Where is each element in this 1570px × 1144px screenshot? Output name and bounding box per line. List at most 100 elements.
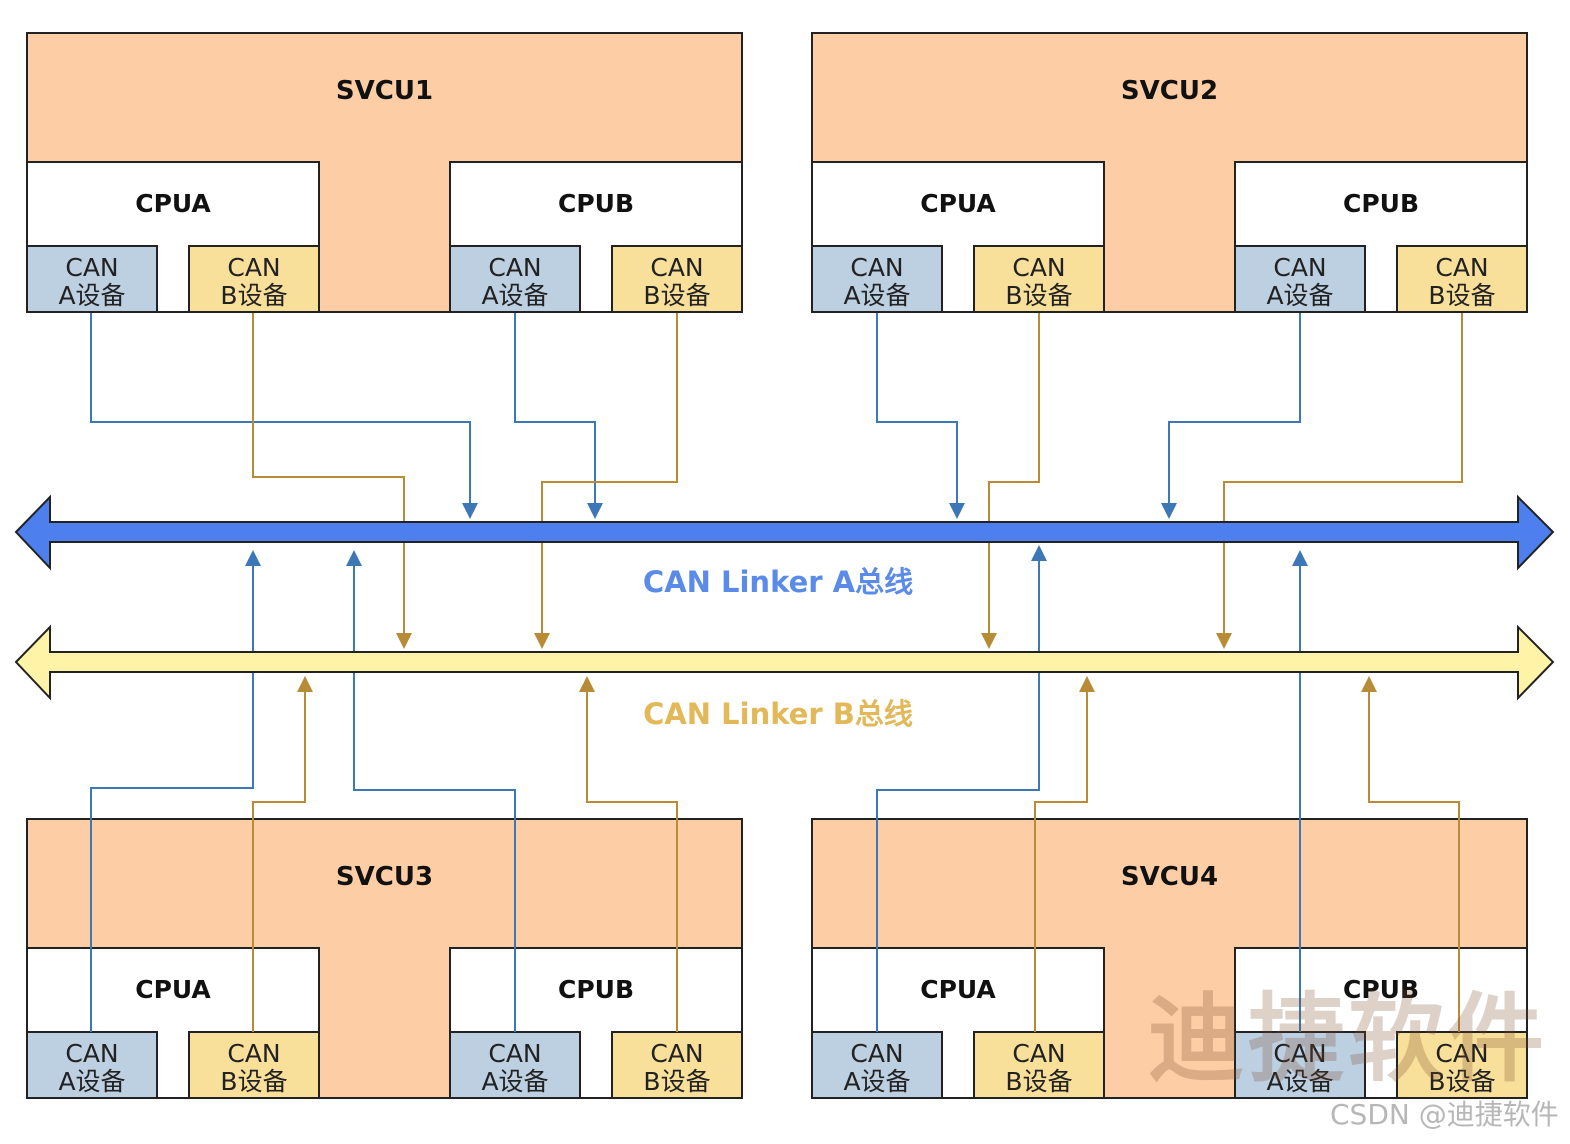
device-box [188, 1031, 320, 1099]
svcu1-cpub-cana-line [514, 313, 596, 509]
device-label-line1: CAN [227, 253, 280, 282]
device-label-line2: A设备 [1266, 1067, 1333, 1096]
device-box [611, 245, 743, 313]
device-box [811, 1031, 943, 1099]
svcu1-cpua-cana-line-arrowhead [462, 503, 478, 519]
device-label-line2: B设备 [1428, 281, 1495, 310]
device-label-line1: CAN [1012, 253, 1065, 282]
svcu1-cpub-canb-line-arrowhead [534, 633, 550, 649]
device-box [1396, 245, 1528, 313]
device-label-line1: CAN [488, 1039, 541, 1068]
device-label-line2: B设备 [1428, 1067, 1495, 1096]
svcu3-cpua-canb-line [252, 686, 306, 1032]
device-label-line1: CAN [488, 253, 541, 282]
svcu2-cpua-cana-line [876, 313, 958, 509]
device-box [1396, 1031, 1528, 1099]
svcu1-title: SVCU1 [336, 76, 433, 106]
device-label-line2: B设备 [1005, 281, 1072, 310]
svcu3-cpua-cana-line-arrowhead [245, 550, 261, 566]
svcu4-cpub-canb-line [1368, 686, 1460, 1032]
bus-a-arrow [14, 494, 1555, 571]
svcu2-cpua-canb-line [988, 313, 1040, 639]
cpu-label: CPUB [558, 975, 634, 1004]
device-box [449, 245, 581, 313]
device-label-line2: A设备 [481, 281, 548, 310]
svcu4-cpub-canb-line-arrowhead [1361, 676, 1377, 692]
cpu-label: CPUA [135, 975, 211, 1004]
svcu3-cpub-canb-line [586, 686, 678, 1032]
cpu-label: CPUA [920, 975, 996, 1004]
cpu-label: CPUA [920, 189, 996, 218]
device-label-line2: B设备 [220, 281, 287, 310]
device-label-line2: A设备 [1266, 281, 1333, 310]
svcu1-cpub-cana-line-arrowhead [587, 503, 603, 519]
svcu3-cpua-cana-line [90, 560, 254, 1032]
device-box [188, 245, 320, 313]
device-label-line1: CAN [1273, 1039, 1326, 1068]
svcu4-cpua-cana-line-arrowhead [1031, 545, 1047, 561]
device-label-line1: CAN [65, 253, 118, 282]
svcu4-cpub-cana-line-arrowhead [1292, 550, 1308, 566]
svcu2-cpub-canb-line-arrowhead [1216, 633, 1232, 649]
device-label-line1: CAN [850, 253, 903, 282]
device-label-line2: B设备 [1005, 1067, 1072, 1096]
bus-b-label: CAN Linker B总线 [643, 697, 913, 731]
bus-b-arrow [14, 624, 1555, 701]
cpu-label: CPUA [135, 189, 211, 218]
watermark-logo: 迪捷软件 [1148, 983, 1548, 1095]
device-label-line1: CAN [227, 1039, 280, 1068]
device-label-line1: CAN [1435, 253, 1488, 282]
device-box [1234, 245, 1366, 313]
watermark-caption: CSDN @迪捷软件 [1330, 1098, 1559, 1131]
device-box [449, 1031, 581, 1099]
svcu2-cpua-canb-line-arrowhead [981, 633, 997, 649]
device-label-line2: A设备 [481, 1067, 548, 1096]
device-box [973, 1031, 1105, 1099]
svcu1-cpub-canb-line [541, 313, 678, 639]
svcu2-title: SVCU2 [1121, 76, 1218, 106]
device-label-line1: CAN [1273, 253, 1326, 282]
device-label-line2: B设备 [220, 1067, 287, 1096]
device-label-line1: CAN [650, 1039, 703, 1068]
device-label-line1: CAN [1435, 1039, 1488, 1068]
svcu3-cpub-cana-line [353, 560, 516, 1032]
svcu2-cpub-cana-line [1168, 313, 1301, 509]
bus-a-label: CAN Linker A总线 [643, 565, 913, 599]
svcu3-cpub-cana-line-arrowhead [346, 550, 362, 566]
svcu3-title: SVCU3 [336, 862, 433, 892]
connection-lines-layer [90, 313, 1463, 1032]
svcu2-cpua-cana-line-arrowhead [949, 503, 965, 519]
svcu2-cpub-cana-line-arrowhead [1161, 503, 1177, 519]
device-label-line2: B设备 [643, 1067, 710, 1096]
cpu-label: CPUB [1343, 189, 1419, 218]
svcu1-cpua-canb-line-arrowhead [396, 633, 412, 649]
cpu-label: CPUB [558, 189, 634, 218]
svcu4-cpua-canb-line-arrowhead [1079, 676, 1095, 692]
device-box [1234, 1031, 1366, 1099]
svcu3-cpua-canb-line-arrowhead [297, 676, 313, 692]
arrowheads-layer [245, 503, 1377, 692]
device-label-line1: CAN [1012, 1039, 1065, 1068]
